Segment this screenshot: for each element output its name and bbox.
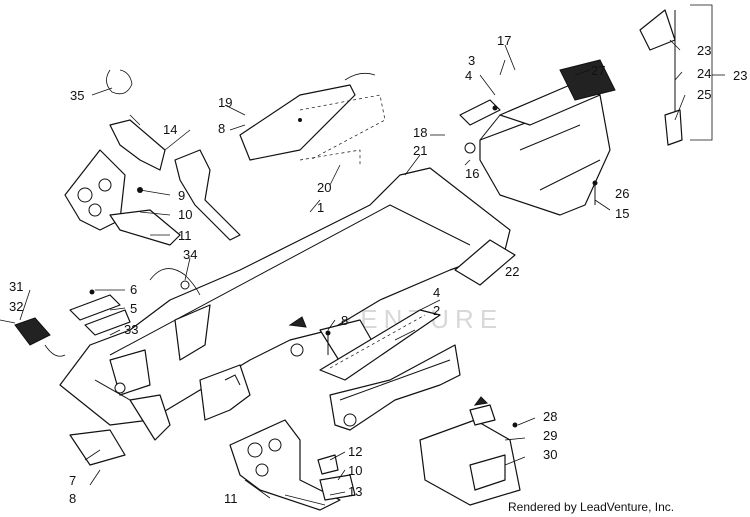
clamp-ring-part bbox=[106, 69, 133, 95]
callout-29: 28 bbox=[543, 409, 557, 424]
callout-34: 33 bbox=[124, 322, 138, 337]
side-panel-part bbox=[419, 396, 521, 506]
bolt-27-part bbox=[592, 180, 598, 205]
callout-4-mid: 4 bbox=[433, 285, 440, 300]
callout-33: 32 bbox=[9, 299, 23, 314]
callout-5: 5 bbox=[130, 301, 137, 316]
callout-8-mid: 8 bbox=[341, 313, 348, 328]
rear-rack-part bbox=[459, 84, 611, 216]
plate-22-part bbox=[454, 239, 516, 286]
callout-7: 6 bbox=[130, 282, 137, 297]
callout-24: 23 bbox=[697, 43, 711, 58]
leader-lines bbox=[19, 39, 725, 499]
bracket-12-part bbox=[317, 454, 339, 475]
callout-32: 31 bbox=[9, 279, 23, 294]
arrow-marker bbox=[288, 316, 307, 328]
callout-23: 23 bbox=[733, 68, 747, 83]
callout-10-top: 10 bbox=[178, 207, 192, 222]
callout-11-bottom: 11 bbox=[224, 491, 238, 506]
regulator-part bbox=[0, 317, 66, 357]
callout-20: 20 bbox=[317, 180, 331, 195]
callout-3: 3 bbox=[468, 53, 475, 68]
callout-10-bottom: 10 bbox=[348, 463, 362, 478]
callout-11-top: 11 bbox=[178, 228, 192, 243]
bracket-5-part bbox=[69, 289, 131, 336]
callout-17: 17 bbox=[497, 33, 511, 48]
callout-21: 21 bbox=[413, 143, 427, 158]
callout-12: 12 bbox=[348, 444, 362, 459]
callout-16: 16 bbox=[465, 166, 479, 181]
callout-28: 27 bbox=[591, 63, 605, 78]
tunnel-cover-part bbox=[239, 72, 386, 165]
callout-30: 29 bbox=[543, 428, 557, 443]
callout-31: 30 bbox=[543, 447, 557, 462]
callout-13: 13 bbox=[348, 484, 362, 499]
callout-2: 2 bbox=[433, 303, 440, 318]
callout-9: 9 bbox=[178, 188, 185, 203]
callout-19: 19 bbox=[218, 95, 232, 110]
decal-28-part bbox=[559, 59, 616, 101]
callout-22: 22 bbox=[505, 264, 519, 279]
credit-text: Rendered by LeadVenture, Inc. bbox=[508, 500, 674, 514]
callout-6: 7 bbox=[69, 473, 76, 488]
bolt-8-part bbox=[325, 330, 331, 355]
callout-14: 14 bbox=[163, 122, 177, 137]
cable-part bbox=[149, 268, 201, 296]
callout-15: 15 bbox=[615, 206, 629, 221]
callout-8-bottom: 8 bbox=[69, 491, 76, 506]
callout-36: 35 bbox=[70, 88, 84, 103]
chassis-part bbox=[59, 167, 511, 441]
bracket-6-part bbox=[69, 429, 126, 466]
callout-25: 24 bbox=[697, 66, 711, 81]
callout-8-top: 8 bbox=[218, 121, 225, 136]
callout-4-top: 4 bbox=[465, 68, 472, 83]
callout-1: 1 bbox=[317, 200, 324, 215]
bracket-23-line bbox=[690, 4, 713, 141]
callout-27: 26 bbox=[615, 186, 629, 201]
callout-18: 18 bbox=[413, 125, 427, 140]
callout-35: 34 bbox=[183, 247, 197, 262]
cable-connector bbox=[180, 280, 190, 290]
skid-plate-part bbox=[229, 419, 341, 511]
flag-part bbox=[639, 9, 683, 146]
callout-labels: 35 14 19 8 9 10 11 34 31 32 6 5 33 7 8 1… bbox=[9, 33, 747, 506]
callout-26: 25 bbox=[697, 87, 711, 102]
front-bracket-part bbox=[64, 119, 241, 246]
floor-plate-part bbox=[319, 309, 441, 381]
side-rail-part bbox=[329, 344, 461, 431]
